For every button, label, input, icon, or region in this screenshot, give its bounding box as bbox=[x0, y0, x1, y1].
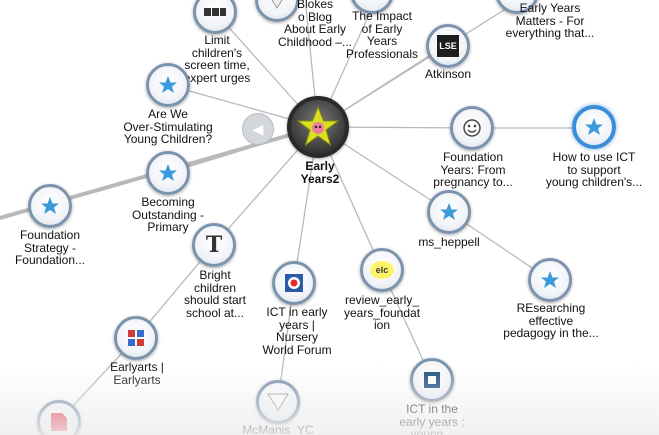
node-heppell[interactable] bbox=[427, 190, 471, 234]
bbc-logo-icon bbox=[204, 1, 226, 23]
star-icon bbox=[438, 201, 460, 223]
node-earlyarts-label: Earlyarts | Earlyarts bbox=[110, 360, 164, 387]
node-foundyears[interactable] bbox=[450, 106, 494, 150]
node-bright[interactable]: T bbox=[192, 223, 236, 267]
smiley-face-icon bbox=[461, 117, 483, 139]
star-icon bbox=[157, 162, 179, 184]
node-blokes-label: Blokes o Blog About Early Childhood –... bbox=[277, 0, 353, 49]
star-icon bbox=[539, 269, 561, 291]
node-mcmanis-label: McManis_YC bbox=[242, 423, 314, 435]
node-mcmanis[interactable] bbox=[256, 380, 300, 424]
node-impact-label: The Impact of Early Years Professionals bbox=[345, 9, 419, 61]
target-icon bbox=[283, 272, 305, 294]
node-researching[interactable] bbox=[528, 258, 572, 302]
telegraph-logo-icon: T bbox=[205, 232, 223, 258]
node-overstim-label: Are We Over-Stimulating Young Children? bbox=[123, 107, 213, 146]
node-bright-label: Bright children should start school at..… bbox=[183, 268, 247, 320]
star-icon bbox=[157, 74, 179, 96]
triangle-icon bbox=[266, 0, 288, 11]
node-foundstrat-label: Foundation Strategy - Foundation... bbox=[14, 228, 86, 267]
document-icon bbox=[48, 411, 70, 433]
node-howict-label: How to use ICT to support young children… bbox=[545, 150, 643, 189]
node-limit[interactable] bbox=[193, 0, 237, 34]
star-icon bbox=[39, 195, 61, 217]
node-overstim[interactable] bbox=[146, 63, 190, 107]
node-matters-label: Early Years Matters - For everything tha… bbox=[505, 1, 595, 40]
star-icon bbox=[583, 116, 605, 138]
node-researching-label: REsearching effective pedagogy in the... bbox=[503, 301, 599, 340]
chevron-left-icon: ◀ bbox=[252, 120, 264, 137]
back-button[interactable]: ◀ bbox=[242, 113, 274, 145]
node-atkinson[interactable]: LSE bbox=[426, 24, 470, 68]
node-ictnursery[interactable] bbox=[272, 261, 316, 305]
lse-logo-icon: LSE bbox=[437, 35, 459, 57]
node-atkinson-label: Atkinson bbox=[424, 67, 472, 81]
node-limit-label: Limit children's screen time, expert urg… bbox=[183, 33, 251, 85]
node-foundstrat[interactable] bbox=[28, 184, 72, 228]
node-review[interactable]: elc bbox=[360, 248, 404, 292]
square-logo-icon bbox=[421, 369, 443, 391]
star-icon bbox=[296, 105, 340, 147]
node-ictnursery-label: ICT in early years | Nursery World Forum bbox=[262, 305, 332, 357]
star-icon bbox=[361, 0, 383, 3]
triangle-icon bbox=[267, 391, 289, 413]
node-heppell-label: ms_heppell bbox=[418, 235, 480, 249]
node-ictyoung-label: ICT in the early years : young... bbox=[399, 402, 465, 435]
node-ictyoung[interactable] bbox=[410, 358, 454, 402]
grid-logo-icon bbox=[125, 327, 147, 349]
node-howict[interactable] bbox=[572, 105, 616, 149]
node-becoming-label: Becoming Outstanding - Primary bbox=[131, 195, 205, 234]
node-earlyarts[interactable] bbox=[114, 316, 158, 360]
node-foundyears-label: Foundation Years: From pregnancy to... bbox=[433, 150, 513, 189]
elc-logo-icon: elc bbox=[370, 261, 394, 279]
center-node[interactable] bbox=[287, 96, 349, 158]
node-review-label: review_early_ years_foundat ion bbox=[343, 293, 421, 332]
center-node-label: Early Years2 bbox=[300, 159, 340, 186]
node-becoming[interactable] bbox=[146, 151, 190, 195]
